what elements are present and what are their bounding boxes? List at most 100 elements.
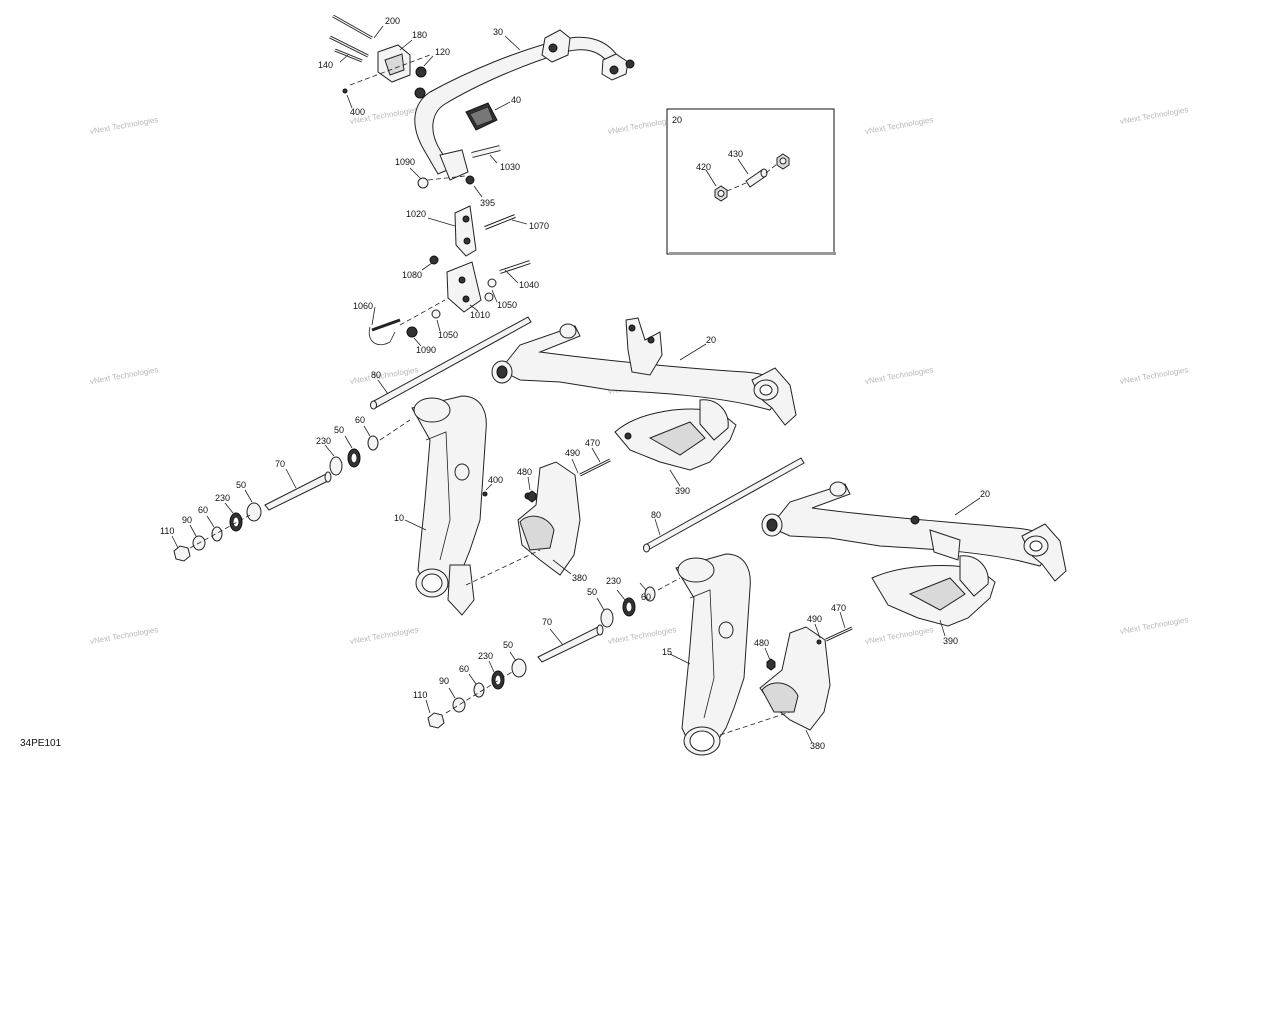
- watermark: vNext Technologies: [89, 115, 159, 136]
- watermark: vNext Technologies: [864, 625, 934, 646]
- callout-label: 480: [517, 467, 532, 477]
- watermark: vNext Technologies: [864, 365, 934, 386]
- callout-label: 60: [641, 592, 651, 602]
- svg-text:vNext Technologies: vNext Technologies: [89, 365, 159, 386]
- callout-label: 180: [412, 30, 427, 40]
- svg-text:vNext Technologies: vNext Technologies: [607, 625, 677, 646]
- callout-label: 1070: [529, 221, 549, 231]
- callout-label: 50: [334, 425, 344, 435]
- detail-inset: 20: [666, 108, 836, 255]
- callout-label: 1020: [406, 209, 426, 219]
- trailing-arm-15: [675, 553, 751, 756]
- callout-label: 70: [542, 617, 552, 627]
- callout-label: 70: [275, 459, 285, 469]
- watermark: vNext Technologies: [89, 365, 159, 386]
- callout-label: 470: [585, 438, 600, 448]
- knuckle-380-upper: [517, 461, 581, 576]
- watermark: vNext Technologies: [1119, 105, 1189, 126]
- callout-label: 50: [587, 587, 597, 597]
- callout-label: 40: [511, 95, 521, 105]
- callout-label: 1080: [402, 270, 422, 280]
- leader-lines: [171, 25, 981, 744]
- callout-label: 90: [182, 515, 192, 525]
- callout-label: 470: [831, 603, 846, 613]
- callout-label: 1050: [438, 330, 458, 340]
- watermark: vNext Technologies: [89, 625, 159, 646]
- callout-label: 1050: [497, 300, 517, 310]
- callout-label: 390: [943, 636, 958, 646]
- guard-390-lower: [871, 555, 996, 627]
- watermark: vNext Technologies: [864, 115, 934, 136]
- callout-label: 420: [696, 162, 711, 172]
- upper-a-arm-1: [491, 317, 797, 426]
- watermark: vNext Technologies: [1119, 365, 1189, 386]
- callout-label: 60: [198, 505, 208, 515]
- watermark: vNext Technologies: [349, 625, 419, 646]
- callout-label: 120: [435, 47, 450, 57]
- inset-cap: [776, 153, 790, 170]
- callout-label: 1010: [470, 310, 490, 320]
- callout-label: 380: [572, 573, 587, 583]
- inset-nut-420: [714, 185, 728, 202]
- svg-text:vNext Technologies: vNext Technologies: [1119, 105, 1189, 126]
- svg-text:vNext Technologies: vNext Technologies: [349, 625, 419, 646]
- guard-390-upper: [614, 399, 737, 471]
- callout-label: 20: [706, 335, 716, 345]
- bearing-stack-lower: [427, 577, 681, 729]
- callout-label: 80: [371, 370, 381, 380]
- svg-text:vNext Technologies: vNext Technologies: [864, 365, 934, 386]
- watermark: vNext Technologies: [607, 625, 677, 646]
- callout-label: 400: [350, 107, 365, 117]
- bearing-stack-upper: [173, 419, 411, 562]
- callout-label: 1030: [500, 162, 520, 172]
- watermark: vNext Technologies: [1119, 615, 1189, 636]
- callout-label: 230: [478, 651, 493, 661]
- callout-label: 1090: [416, 345, 436, 355]
- fasteners-upper: [465, 458, 611, 586]
- callout-label: 1040: [519, 280, 539, 290]
- callout-label: 110: [160, 526, 174, 536]
- callout-label: 200: [385, 16, 400, 26]
- callout-label: 15: [662, 647, 672, 657]
- callout-labels: 200 180 140 120 30 40 400 1090 1030 395 1020 1070 10…: [160, 16, 990, 751]
- callout-label: 50: [236, 480, 246, 490]
- svg-text:vNext Technologies: vNext Technologies: [89, 625, 159, 646]
- callout-label: 230: [606, 576, 621, 586]
- callout-label: 390: [675, 486, 690, 496]
- callout-label: 230: [215, 493, 230, 503]
- upper-a-arm-2: [761, 481, 1067, 582]
- svg-text:vNext Technologies: vNext Technologies: [864, 115, 934, 136]
- callout-label: 60: [459, 664, 469, 674]
- callout-label: 400: [488, 475, 503, 485]
- pivot-shaft-lower: [643, 457, 805, 553]
- callout-label: 20: [980, 489, 990, 499]
- svg-text:vNext Technologies: vNext Technologies: [1119, 365, 1189, 386]
- callout-label: 395: [480, 198, 495, 208]
- callout-label: 230: [316, 436, 331, 446]
- svg-text:vNext Technologies: vNext Technologies: [89, 115, 159, 136]
- callout-label: 30: [493, 27, 503, 37]
- callout-label: 480: [754, 638, 769, 648]
- callout-label: 490: [807, 614, 822, 624]
- callout-label: 110: [413, 690, 427, 700]
- svg-text:vNext Technologies: vNext Technologies: [864, 625, 934, 646]
- inset-spacer-430: [745, 168, 768, 188]
- knuckle-380-lower: [719, 626, 853, 736]
- callout-label: 490: [565, 448, 580, 458]
- stabilizer-bar-assembly: [329, 14, 635, 189]
- trailing-arm-10: [411, 395, 488, 616]
- callout-label: 60: [355, 415, 365, 425]
- svg-text:vNext Technologies: vNext Technologies: [1119, 615, 1189, 636]
- callout-label: 140: [318, 60, 333, 70]
- callout-label: 1060: [353, 301, 373, 311]
- inset-label: 20: [672, 115, 682, 125]
- callout-label: 380: [810, 741, 825, 751]
- reference-code: 34PE101: [20, 738, 62, 749]
- callout-label: 50: [503, 640, 513, 650]
- callout-label: 1090: [395, 157, 415, 167]
- callout-label: 80: [651, 510, 661, 520]
- pivot-shaft-upper: [370, 316, 532, 410]
- callout-label: 90: [439, 676, 449, 686]
- link-bracket-assembly: [368, 205, 531, 346]
